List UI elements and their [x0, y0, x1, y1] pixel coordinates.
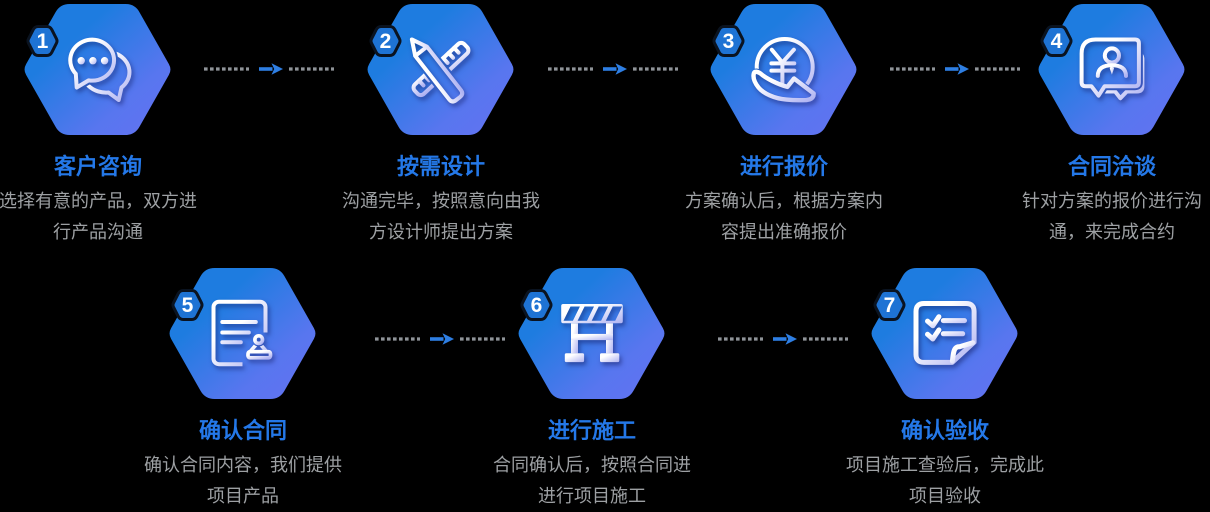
dashed-arrow-right-icon	[888, 61, 1022, 77]
step-title: 确认验收	[900, 418, 989, 443]
step-number: 4	[1050, 30, 1063, 53]
step-number: 1	[36, 30, 49, 53]
coin-hand-icon	[736, 21, 832, 117]
checklist-icon	[897, 285, 993, 381]
step-description: 项目施工查验后，完成此 项目验收	[846, 455, 1044, 506]
step-description: 选择有意的产品，双方进 行产品沟通	[0, 191, 197, 242]
step-title: 进行报价	[739, 154, 828, 179]
step-title: 确认合同	[198, 418, 287, 443]
barrier-icon	[544, 285, 640, 381]
pencil-ruler-icon	[393, 21, 489, 117]
contract-person-icon	[195, 285, 291, 381]
step-description: 沟通完毕，按照意向由我 方设计师提出方案	[342, 191, 540, 242]
dashed-arrow-right-icon	[202, 61, 336, 77]
step-title: 客户咨询	[53, 154, 142, 179]
step-number-badge: 6	[516, 286, 557, 324]
step-number: 2	[379, 30, 392, 53]
person-bubble-icon	[1064, 21, 1160, 117]
step-number-badge: 2	[365, 22, 406, 60]
step-number-badge: 3	[708, 22, 749, 60]
step-description: 确认合同内容，我们提供 项目产品	[144, 455, 342, 506]
step-number: 7	[883, 294, 896, 317]
step-number: 6	[530, 294, 543, 317]
dashed-arrow-right-icon	[546, 61, 680, 77]
step-number-badge: 5	[167, 286, 208, 324]
step-number: 5	[181, 294, 194, 317]
dashed-arrow-right-icon	[373, 331, 507, 347]
step-description: 针对方案的报价进行沟 通，来完成合约	[1022, 191, 1202, 242]
dashed-arrow-right-icon	[716, 331, 850, 347]
step-description: 合同确认后，按照合同进 进行项目施工	[493, 455, 691, 506]
step-number-badge: 7	[869, 286, 910, 324]
step-title: 进行施工	[547, 418, 636, 443]
step-number-badge: 1	[22, 22, 63, 60]
step-number-badge: 4	[1036, 22, 1077, 60]
step-title: 合同洽谈	[1067, 154, 1156, 179]
step-description: 方案确认后，根据方案内 容提出准确报价	[685, 191, 883, 242]
step-title: 按需设计	[396, 154, 485, 179]
step-number: 3	[722, 30, 735, 53]
chat-icon	[50, 21, 146, 117]
